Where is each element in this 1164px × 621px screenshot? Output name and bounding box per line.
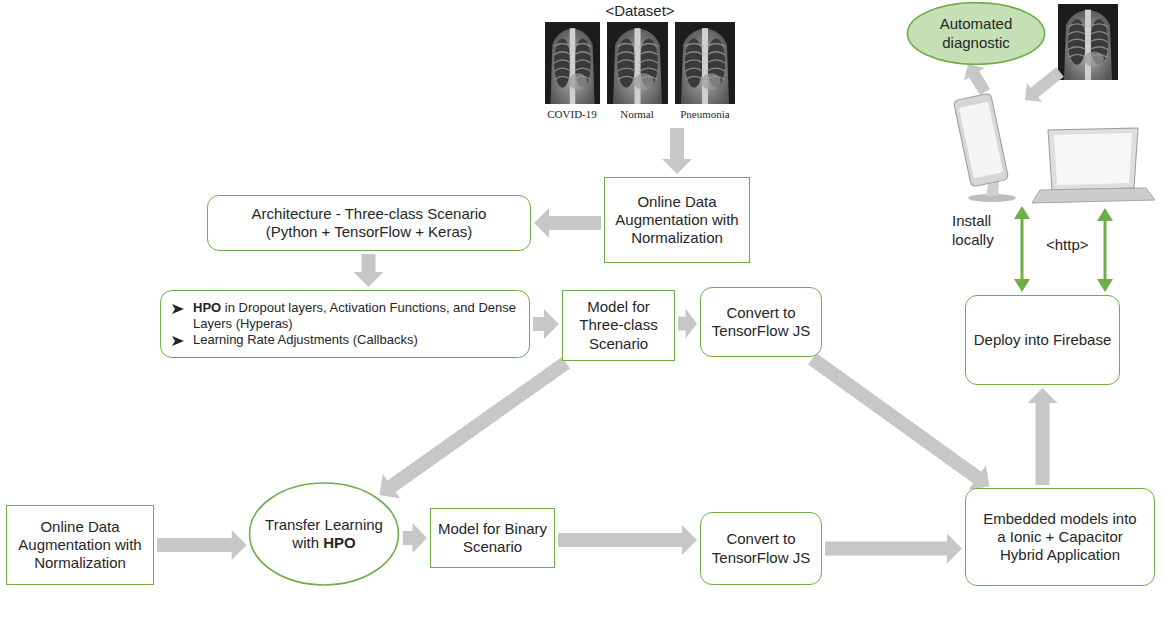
ellipse-shape bbox=[907, 3, 1044, 65]
augmentation-box: Online Data Augmentation with Normalizat… bbox=[604, 177, 750, 263]
node-content: Automated diagnostic bbox=[920, 15, 1032, 52]
bullet-row: HPO in Dropout layers, Activation Functi… bbox=[171, 300, 519, 332]
convert-box: Convert to TensorFlow JS bbox=[700, 287, 822, 357]
convert-box: Convert to TensorFlow JS bbox=[700, 512, 822, 585]
node-label: Model for Binary Scenario bbox=[437, 520, 548, 557]
flow-arrow bbox=[662, 128, 692, 174]
xray-image bbox=[607, 22, 668, 104]
node-label: Convert to TensorFlow JS bbox=[707, 304, 815, 341]
flow-arrow bbox=[533, 309, 559, 339]
dataset-group: <Dataset> COVID-19 Normal Pneumonia bbox=[530, 2, 750, 125]
flow-arrow bbox=[403, 523, 427, 553]
node-content: Transfer Learning with HPO bbox=[263, 516, 385, 553]
transfer-ellipse: Transfer Learning with HPO bbox=[248, 482, 400, 586]
node-label: Model for Three-class Scenario bbox=[569, 298, 668, 353]
list-item-text: Learning Rate Adjustments (Callbacks) bbox=[193, 332, 519, 348]
node-content: <Dataset> COVID-19 Normal Pneumonia bbox=[530, 2, 750, 125]
flow-arrow bbox=[354, 254, 384, 287]
image-caption: COVID-19 bbox=[542, 108, 602, 121]
node-content: Convert to TensorFlow JS bbox=[707, 304, 815, 341]
annotation-label: Install locally bbox=[952, 212, 1016, 250]
group-heading: <Dataset> bbox=[530, 2, 750, 20]
node-label: Deploy into Firebase bbox=[974, 331, 1112, 349]
flow-arrow bbox=[1025, 67, 1064, 102]
bullet-shape bbox=[172, 304, 184, 314]
node-content: Embedded models into a Ionic + Capacitor… bbox=[980, 510, 1140, 565]
flow-arrow bbox=[379, 357, 570, 498]
node-label: Convert to TensorFlow JS bbox=[707, 530, 815, 567]
phone-illustration bbox=[953, 93, 1016, 202]
augmentation-box: Online Data Augmentation with Normalizat… bbox=[6, 505, 154, 585]
node-content: Online Data Augmentation with Normalizat… bbox=[611, 193, 743, 248]
flow-arrow bbox=[1028, 388, 1058, 485]
node-label: Embedded models into a Ionic + Capacitor… bbox=[980, 510, 1140, 565]
flow-arrow bbox=[534, 208, 601, 238]
bold-term: HPO bbox=[193, 300, 221, 315]
flow-arrow bbox=[825, 534, 962, 564]
node-content: Deploy into Firebase bbox=[974, 331, 1112, 349]
embedded-box: Embedded models into a Ionic + Capacitor… bbox=[965, 488, 1155, 586]
bold-term: HPO bbox=[323, 534, 356, 551]
node-label: Online Data Augmentation with Normalizat… bbox=[13, 518, 147, 573]
node-label: Transfer Learning with HPO bbox=[263, 516, 385, 553]
bullet-symbol bbox=[171, 334, 185, 348]
image-caption: Pneumonia bbox=[675, 108, 735, 121]
ellipse-shape bbox=[250, 483, 399, 585]
node-content: Model for Three-class Scenario bbox=[569, 298, 668, 353]
node-label: Automated diagnostic bbox=[920, 15, 1032, 52]
node-content: Model for Binary Scenario bbox=[437, 520, 548, 557]
flow-arrow bbox=[157, 530, 247, 560]
xray-image bbox=[675, 22, 735, 104]
flow-arrow bbox=[558, 525, 697, 555]
flow-arrow bbox=[808, 353, 989, 490]
deploy-box: Deploy into Firebase bbox=[965, 295, 1120, 385]
node-content: Online Data Augmentation with Normalizat… bbox=[13, 518, 147, 573]
node-content: HPO in Dropout layers, Activation Functi… bbox=[171, 300, 519, 348]
list-item-text: HPO in Dropout layers, Activation Functi… bbox=[193, 300, 519, 332]
laptop-illustration bbox=[1032, 128, 1155, 203]
image-caption: Normal bbox=[607, 108, 667, 121]
double-arrow bbox=[1014, 206, 1113, 292]
node-content: Architecture - Three-class Scenario (Pyt… bbox=[234, 205, 504, 242]
flow-arrow bbox=[678, 309, 697, 339]
result-ellipse: Automated diagnostic bbox=[906, 2, 1046, 65]
bullet-symbol bbox=[171, 302, 185, 316]
node-label: Architecture - Three-class Scenario (Pyt… bbox=[234, 205, 504, 242]
xray-image bbox=[545, 22, 600, 104]
flow-arrow bbox=[964, 64, 990, 95]
annotation-label: <http> bbox=[1046, 236, 1098, 255]
model-box: Model for Three-class Scenario bbox=[562, 290, 675, 361]
hpo-list-box: HPO in Dropout layers, Activation Functi… bbox=[160, 290, 530, 358]
xray-image bbox=[1058, 4, 1118, 80]
bullet-row: Learning Rate Adjustments (Callbacks) bbox=[171, 332, 519, 348]
architecture-box: Architecture - Three-class Scenario (Pyt… bbox=[207, 195, 531, 251]
node-content: Convert to TensorFlow JS bbox=[707, 530, 815, 567]
bullet-shape bbox=[172, 336, 184, 346]
node-label: Online Data Augmentation with Normalizat… bbox=[611, 193, 743, 248]
model-box: Model for Binary Scenario bbox=[430, 508, 555, 568]
